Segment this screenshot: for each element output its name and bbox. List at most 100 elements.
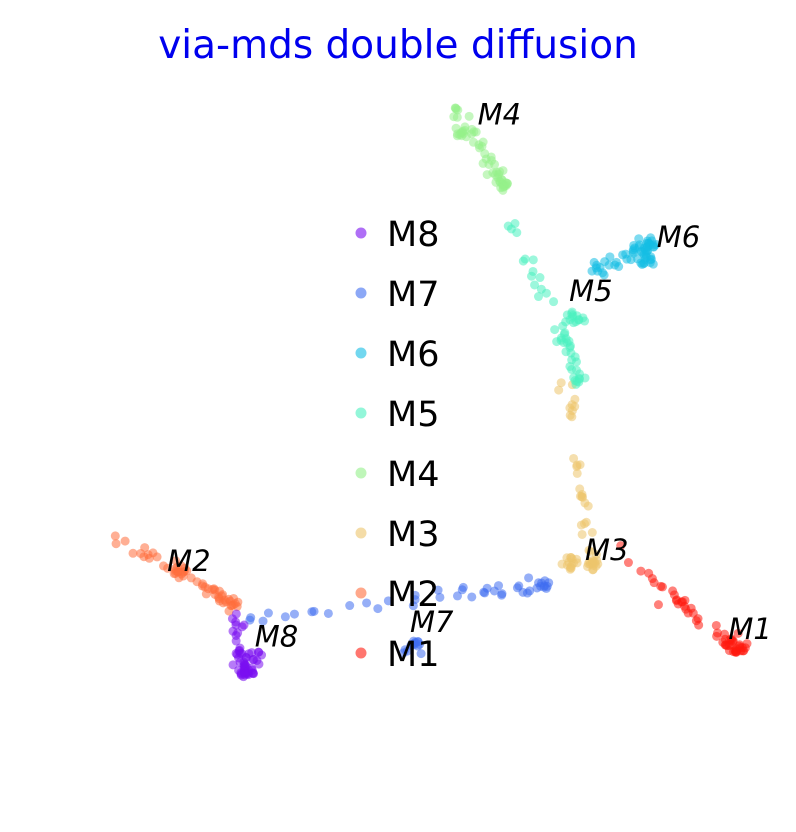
point-m2 (152, 552, 162, 562)
legend-marker-m1 (355, 647, 367, 659)
legend-item-m6: M6 (355, 335, 439, 375)
point-m5 (535, 273, 545, 283)
point-m2 (163, 563, 173, 573)
legend-marker-m3 (355, 527, 367, 539)
legend-label-m2: M2 (387, 575, 439, 615)
point-m6 (641, 252, 651, 262)
legend-item-m2: M2 (355, 575, 439, 615)
legend-item-m4: M4 (355, 455, 439, 495)
point-m5 (528, 255, 538, 265)
point-m2 (229, 593, 239, 603)
point-m6 (605, 252, 615, 262)
legend-marker-m6 (355, 347, 367, 359)
point-m1 (711, 620, 721, 630)
point-m5 (556, 333, 566, 343)
point-m5 (580, 316, 590, 326)
point-m3 (578, 492, 588, 502)
point-m3 (554, 385, 564, 395)
point-m2 (144, 553, 154, 563)
point-m7 (373, 604, 383, 614)
point-m6 (611, 257, 621, 267)
point-m7 (383, 596, 393, 606)
point-m1 (728, 637, 738, 647)
point-m3 (569, 453, 579, 463)
point-m4 (451, 104, 461, 114)
point-m6 (599, 270, 609, 280)
point-m3 (572, 558, 582, 568)
scatter-points (110, 103, 752, 682)
point-m7 (289, 609, 299, 619)
point-m5 (572, 311, 582, 321)
point-m3 (572, 468, 582, 478)
point-m4 (484, 160, 494, 170)
point-m8 (240, 670, 250, 680)
annotation-m3: M3 (585, 533, 628, 567)
point-m5 (549, 297, 559, 307)
point-m7 (408, 601, 418, 611)
point-m8 (228, 660, 238, 670)
point-m8 (231, 617, 241, 627)
point-m7 (458, 582, 468, 592)
point-m1 (616, 541, 626, 551)
point-m1 (733, 628, 743, 638)
legend-marker-m2 (355, 587, 367, 599)
point-m2 (214, 586, 224, 596)
annotation-m1: M1 (728, 612, 771, 646)
point-m5 (561, 347, 571, 357)
point-m1 (649, 578, 659, 588)
point-m4 (478, 137, 488, 147)
point-m7 (497, 590, 507, 600)
legend-label-m5: M5 (387, 395, 439, 435)
point-m2 (172, 562, 182, 572)
point-m3 (565, 410, 575, 420)
point-m7 (416, 649, 426, 659)
series-m8 (227, 609, 267, 682)
point-m2 (226, 601, 236, 611)
point-m7 (345, 601, 355, 611)
point-m1 (668, 586, 678, 596)
point-m3 (587, 558, 597, 568)
series-m5 (503, 219, 590, 389)
point-m2 (120, 536, 130, 546)
point-m2 (128, 548, 138, 558)
legend-label-m4: M4 (387, 455, 439, 495)
legend-label-m1: M1 (387, 635, 439, 675)
point-m8 (239, 620, 249, 630)
point-m7 (309, 606, 319, 616)
point-m5 (575, 369, 585, 379)
point-m3 (570, 402, 580, 412)
annotation-m7: M7 (410, 605, 454, 639)
legend-label-m6: M6 (387, 335, 439, 375)
point-m8 (235, 657, 245, 667)
legend-label-m7: M7 (387, 275, 439, 315)
point-m1 (693, 614, 703, 624)
point-m1 (657, 582, 667, 592)
point-m4 (491, 177, 501, 187)
legend-label-m8: M8 (387, 215, 439, 255)
point-m1 (712, 631, 722, 641)
point-m1 (653, 600, 663, 610)
series-m4 (449, 103, 512, 195)
point-m7 (323, 608, 333, 618)
legend-item-m5: M5 (355, 395, 439, 435)
point-m6 (647, 236, 657, 246)
point-m4 (457, 127, 467, 137)
point-m1 (636, 566, 646, 576)
series-m6 (587, 233, 661, 280)
point-m6 (641, 245, 651, 255)
annotation-m8: M8 (255, 619, 298, 653)
legend-item-m1: M1 (355, 635, 439, 675)
point-m4 (498, 185, 508, 195)
point-m4 (464, 111, 474, 121)
point-m5 (567, 364, 577, 374)
point-m5 (570, 352, 580, 362)
annotation-m2: M2 (167, 544, 210, 578)
legend-item-m7: M7 (355, 275, 439, 315)
point-m2 (208, 584, 218, 594)
point-m4 (488, 168, 498, 178)
point-m6 (604, 260, 614, 270)
point-m1 (694, 620, 704, 630)
point-m7 (467, 592, 477, 602)
point-m7 (514, 581, 524, 591)
